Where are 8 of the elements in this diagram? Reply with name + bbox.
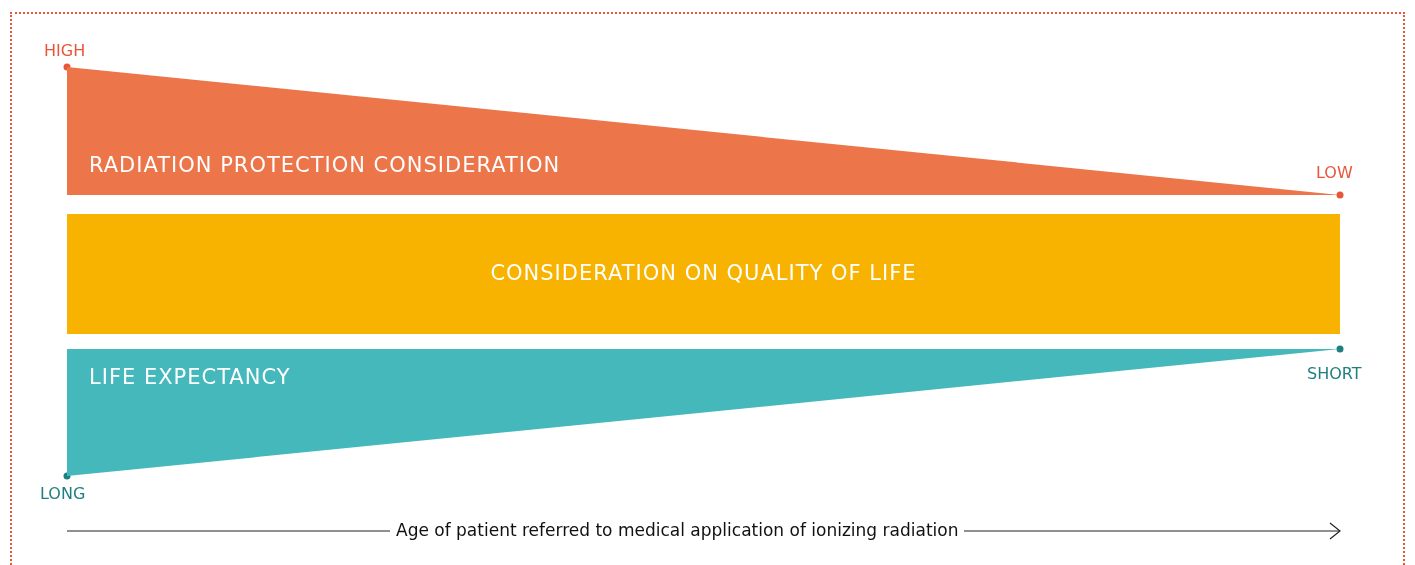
scale-label: HIGH <box>44 41 86 60</box>
scale-label: SHORT <box>1307 364 1362 383</box>
axis-label: Age of patient referred to medical application of ionizing radiation <box>390 520 965 540</box>
shape-label: RADIATION PROTECTION CONSIDERATION <box>89 153 561 177</box>
shape-label: CONSIDERATION ON QUALITY OF LIFE <box>489 261 918 285</box>
scale-label: LONG <box>40 484 86 503</box>
shape-label: LIFE EXPECTANCY <box>89 365 291 389</box>
scale-label: LOW <box>1316 163 1353 182</box>
